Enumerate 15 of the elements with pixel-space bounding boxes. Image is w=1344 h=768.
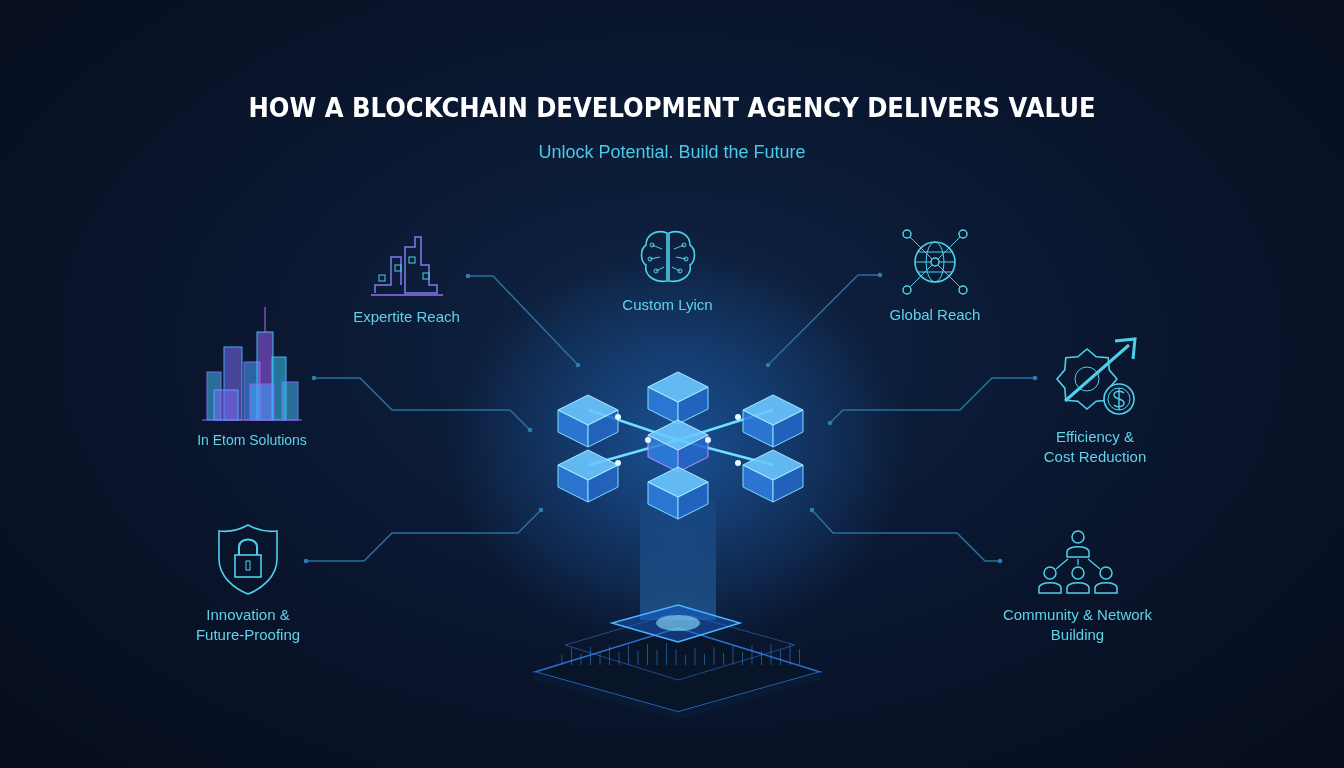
feature-label: Custom Lyicn [622,295,713,315]
feature-label: Expertite Reach [353,307,460,327]
connector-line [809,507,1003,564]
connector-line [303,507,544,564]
feature-label: In Etom Solutions [197,431,307,450]
feature-label: Global Reach [889,305,981,325]
connector-line [311,375,533,433]
feature-label: Community & Network Building [1001,605,1154,645]
feature-label: Efficiency & Cost Reduction [1042,427,1148,467]
feature-label: Innovation & Future-Proofing [194,605,302,645]
connector-line [827,375,1038,426]
connector-line [465,273,581,368]
title: HOW A BLOCKCHAIN DEVELOPMENT AGENCY DELIVERS VALUE [247,92,1097,123]
connector-line [765,272,883,368]
subtitle: Unlock Potential. Build the Future [537,142,807,163]
